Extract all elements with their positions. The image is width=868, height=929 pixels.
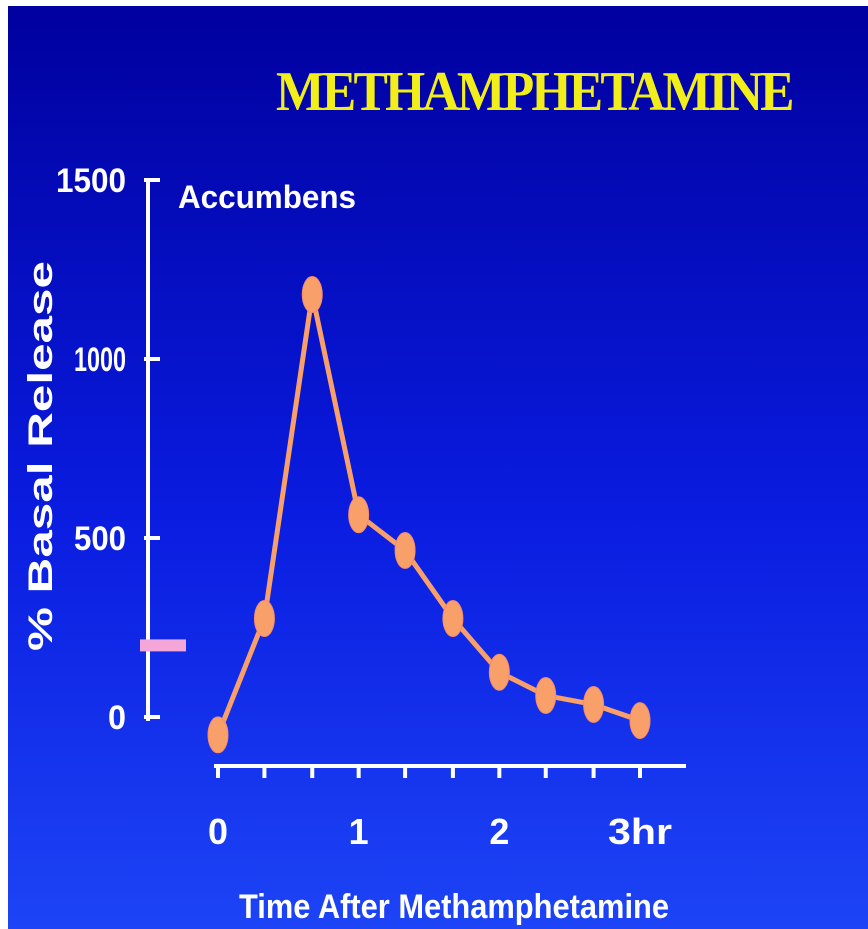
data-point bbox=[394, 532, 416, 570]
chart-title: METHAMPHETAMINE bbox=[276, 61, 795, 123]
data-point bbox=[583, 685, 605, 723]
data-point bbox=[207, 716, 229, 754]
data-point bbox=[629, 702, 651, 740]
baseline-marker bbox=[140, 639, 186, 652]
y-tick-label: 1500 bbox=[56, 162, 126, 200]
x-tick-label: 3hr bbox=[608, 811, 672, 852]
x-tick-label: 1 bbox=[349, 811, 369, 852]
y-tick-label: 1000 bbox=[74, 341, 126, 379]
data-point bbox=[442, 600, 464, 638]
x-axis-label: Time After Methamphetamine bbox=[239, 888, 669, 926]
data-point bbox=[348, 496, 370, 534]
data-point bbox=[488, 653, 510, 691]
data-point bbox=[535, 677, 557, 715]
axes bbox=[144, 178, 686, 778]
x-tick-label: 2 bbox=[489, 811, 509, 852]
series bbox=[140, 276, 651, 754]
y-axis-label: % Basal Release bbox=[22, 261, 60, 651]
x-tick-label: 0 bbox=[208, 811, 228, 852]
series-line bbox=[215, 292, 641, 736]
y-tick-label: 0 bbox=[108, 699, 126, 737]
y-tick-label: 500 bbox=[74, 520, 126, 558]
data-point bbox=[253, 600, 275, 638]
data-point bbox=[301, 276, 323, 314]
region-label: Accumbens bbox=[178, 179, 356, 215]
